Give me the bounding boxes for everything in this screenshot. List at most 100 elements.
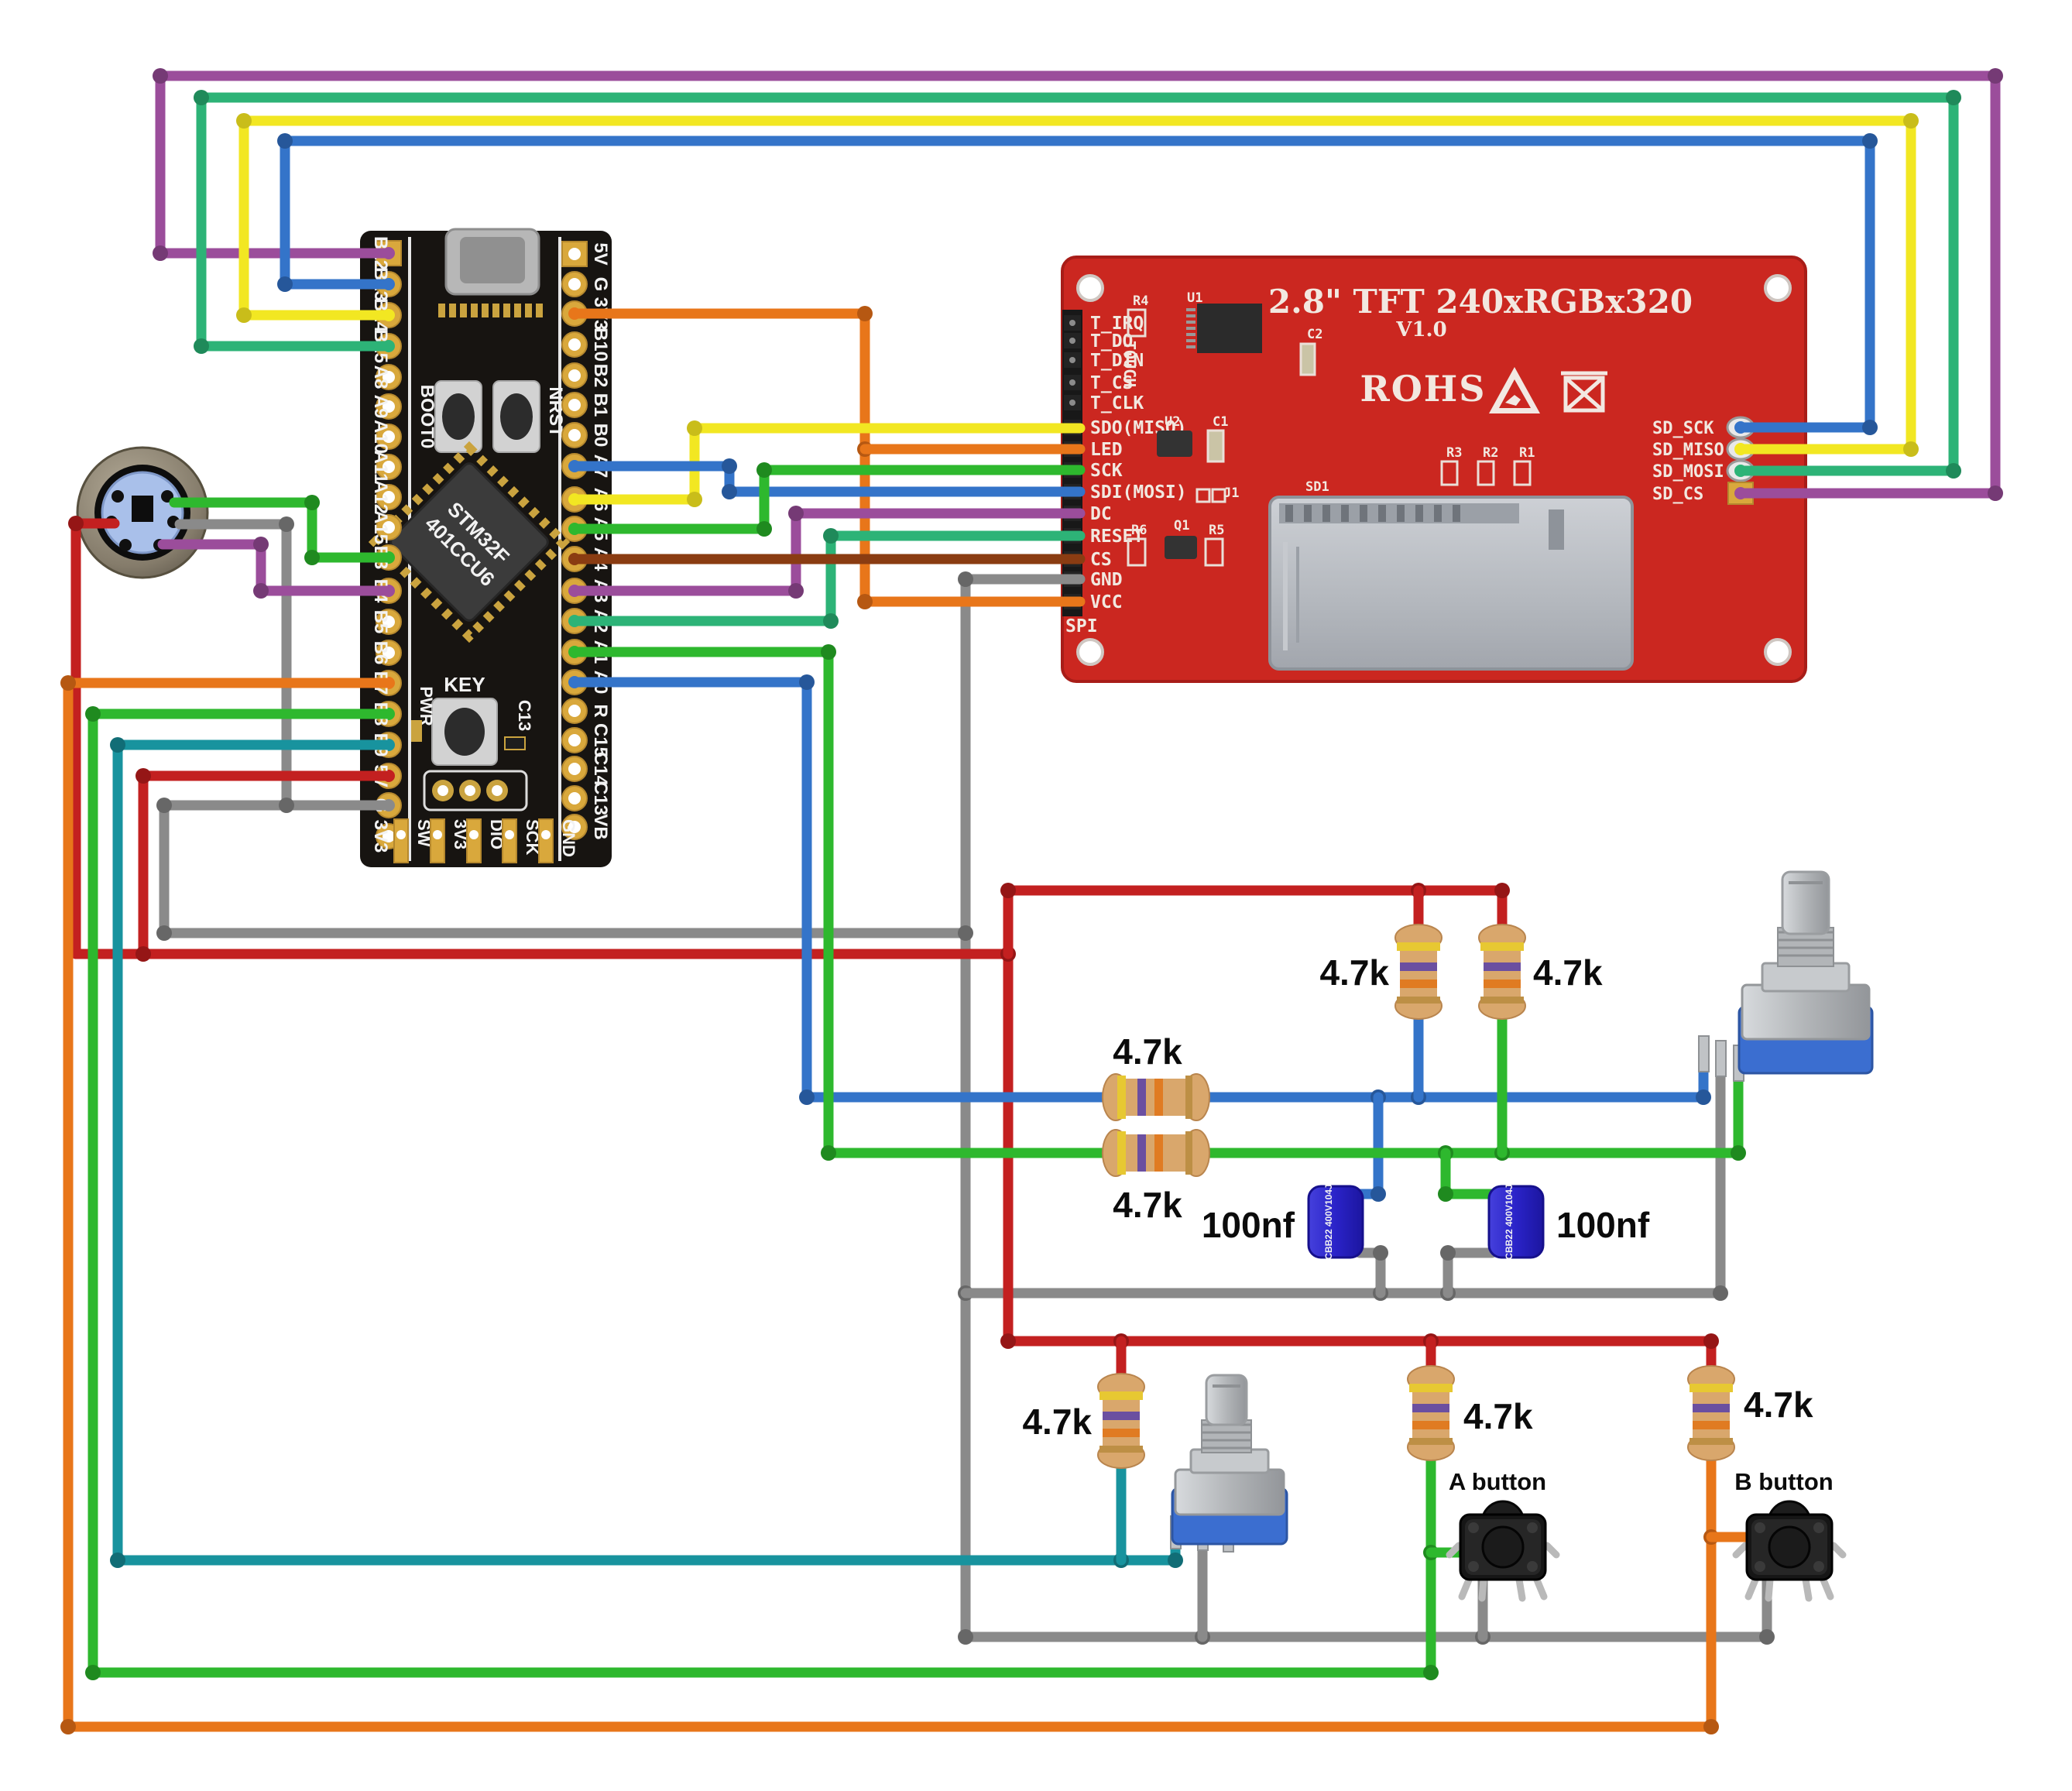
encoder-shaft (1205, 1374, 1248, 1426)
ref-label-U2: U2 (1165, 414, 1180, 430)
wire-ps2-5v-bend (68, 516, 84, 531)
pin-label-A9: A9 (370, 395, 391, 419)
weee-bin-icon (1564, 376, 1604, 412)
pin-hole-B2 (568, 369, 581, 382)
bottom-pin-DIO (469, 830, 479, 839)
tft-version: V1.0 (1395, 318, 1446, 341)
wire-b12-sdcs-bend (153, 245, 168, 261)
tft-pin-label-T_DO: T_DO (1090, 331, 1133, 352)
bottom-pin-SW (396, 830, 406, 839)
r-pullup-enc1-a-body (1400, 932, 1437, 1012)
wire-ps2-b4-bend (253, 537, 269, 552)
r-pullup-enc1-a-value: 4.7k (1319, 952, 1389, 993)
r-part (1440, 460, 1459, 486)
smd-pad (536, 304, 543, 317)
ref-label-R6: R6 (1131, 523, 1147, 538)
wire-a3-dc-bend (788, 506, 804, 521)
button-a-leg (1543, 1542, 1560, 1559)
sd-contacts (1397, 505, 1405, 522)
wire-g-gnd-bend (156, 925, 172, 941)
ref-label-J1: J1 (1223, 485, 1239, 501)
pin-hole-B1 (568, 399, 581, 411)
nrst-label: NRST (545, 386, 566, 437)
wire-ps2-gnd (174, 519, 292, 811)
rohs-label: ROHS (1360, 368, 1487, 410)
button-a-label: A button (1449, 1468, 1546, 1495)
wire-b7-btnb-bend (1703, 1719, 1719, 1734)
pin-hole-VB (568, 821, 581, 833)
cap-enc1-a-body (1307, 1185, 1364, 1259)
wire-cap1-gnd-bend (1373, 1245, 1388, 1261)
wire-cap2-gnd (1443, 1247, 1497, 1299)
cap-enc1-a-value: 100nf (1202, 1205, 1295, 1245)
pin-label-5V: 5V (590, 242, 611, 265)
wires-layer (60, 68, 2003, 1734)
tft-pin-label-CS: CS (1090, 550, 1112, 570)
button-b-leg (1819, 1574, 1834, 1601)
r-pullup-btn-b-band (1693, 1404, 1730, 1412)
wire-5v-feed-bend (136, 768, 151, 784)
pin-label-B0: B0 (590, 424, 611, 448)
button-a-leg (1458, 1574, 1473, 1601)
r-pullup-enc2-band (1099, 1391, 1143, 1400)
r-pullup-enc2 (1097, 1373, 1145, 1469)
wire-a1-enc1-bend (1731, 1145, 1746, 1161)
button-b-leg (1765, 1576, 1774, 1602)
bottom-pin-SCK (505, 830, 514, 839)
mounting-hole (1764, 638, 1792, 666)
mcu-body (389, 462, 549, 622)
wire-cap2-sig (1440, 1148, 1497, 1199)
wire-tft-gnd-bend (958, 571, 973, 587)
ref-label-R2: R2 (1483, 445, 1498, 461)
pin-hole-G (568, 278, 581, 290)
wire-3v3-vcc (569, 308, 1086, 607)
r-pullup-enc1-b-body (1484, 932, 1521, 1012)
pin-hole-C15 (568, 734, 581, 746)
r-inline-enc1-a-band (1185, 1076, 1192, 1119)
u1-pins (1186, 339, 1196, 342)
tft-pin-label-DC: DC (1090, 504, 1112, 524)
wire-b12-sdcs-bend (153, 68, 168, 84)
wire-g-gnd (159, 800, 971, 938)
tft-pin-label-GND: GND (1090, 570, 1123, 590)
wire-ps2-b3-bend (304, 550, 320, 565)
wire-b13-sdsck-bend (277, 276, 293, 292)
u1-pins (1186, 327, 1196, 330)
pin-label-A15: A15 (370, 510, 391, 544)
u1-pins (1186, 333, 1196, 336)
wire-a6-sdo-bend (687, 420, 702, 436)
bottom-pin-SW (393, 818, 409, 863)
c1-part (1206, 429, 1225, 463)
tft-pin-label-SCK: SCK (1090, 461, 1123, 481)
button-b-corner (1813, 1522, 1824, 1533)
wire-b14-sdmiso-bend (236, 113, 252, 129)
button-a-corner (1468, 1522, 1479, 1533)
r-pullup-btn-b-body (1693, 1373, 1730, 1453)
wire-3v3-vcc-bend (857, 306, 873, 321)
wire-b7-btnb-bend (60, 675, 76, 691)
cap-enc1-b-part-text: CBB22 400V104J (1504, 1184, 1515, 1259)
button-a-leg (1532, 1574, 1548, 1601)
r-inline-enc1-a-band (1154, 1079, 1163, 1116)
pin-hole-5V (568, 248, 581, 260)
wire-5v-pullups (1003, 885, 1508, 959)
wire-cap2-gnd-bend (1440, 1245, 1456, 1261)
din-pin (119, 539, 132, 551)
tft-pin-label-RESET: RESET (1090, 527, 1144, 547)
key-button (444, 708, 485, 756)
mounting-hole (1076, 638, 1104, 666)
r-pullup-btn-b-value: 4.7k (1744, 1384, 1813, 1425)
pin-label-A8: A8 (370, 365, 391, 389)
wire-cap2-sig-bend (1438, 1186, 1453, 1202)
pin-hole-B0 (568, 429, 581, 441)
cap-enc1-b-body (1487, 1185, 1545, 1259)
pin-label-A11: A11 (370, 451, 391, 484)
encoder-pin (1715, 1040, 1727, 1077)
ref-label-C1: C1 (1213, 414, 1228, 430)
pin-label-C15: C15 (590, 723, 611, 757)
ref-label-R4: R4 (1133, 293, 1148, 309)
